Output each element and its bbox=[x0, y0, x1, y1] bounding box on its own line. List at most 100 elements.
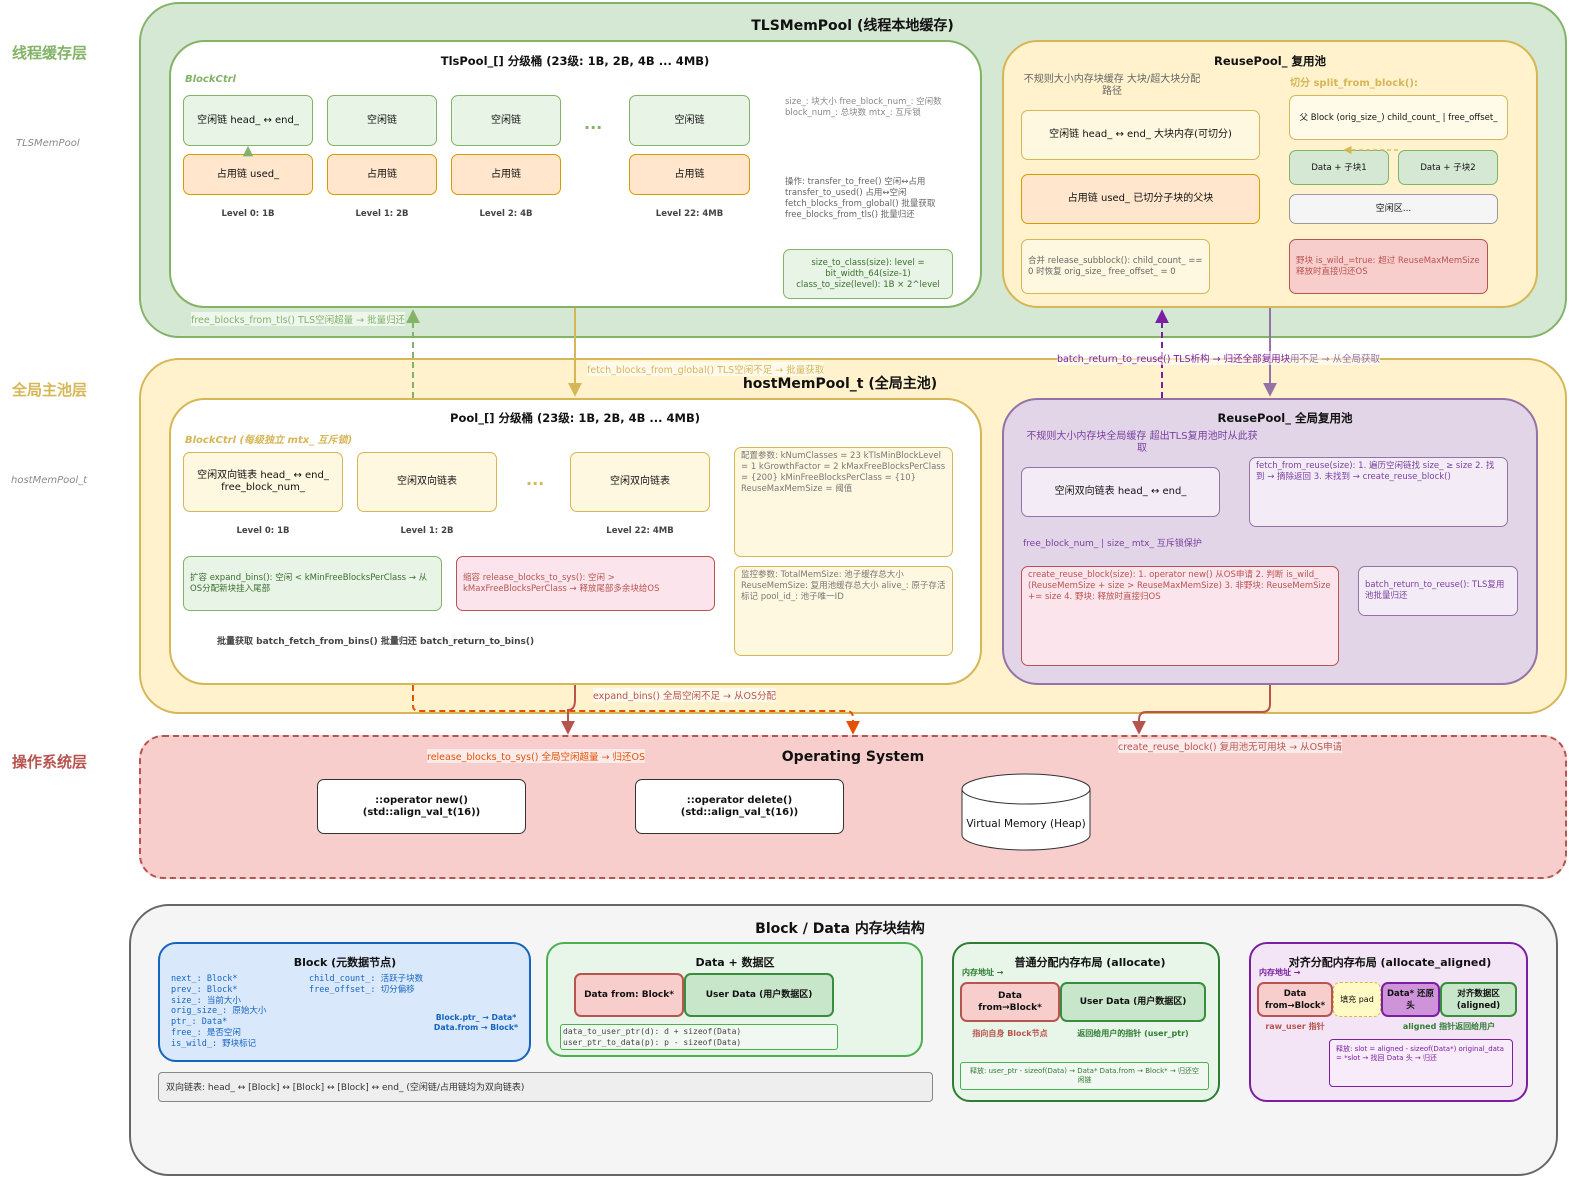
layer-label-os: 操作系统层 bbox=[12, 753, 88, 771]
data-to-user-ptr: data_to_user_ptr(d): d + sizeof(Data) bbox=[563, 1027, 742, 1036]
allocate-return-label: 返回给用户的指针 (user_ptr) bbox=[1077, 1029, 1189, 1038]
shrink-box: 缩容 release_blocks_to_sys(): 空闲 > kMaxFre… bbox=[456, 556, 715, 611]
label-expand-bins: expand_bins() 全局空闲不足 → 从OS分配 bbox=[593, 688, 777, 702]
size-class-box: size_to_class(size): level = bit_width_6… bbox=[783, 249, 953, 299]
operator-new-box: ::operator new() (std::align_val_t(16)) bbox=[317, 779, 526, 834]
global-pool-title: hostMemPool_t (全局主池) bbox=[742, 376, 938, 392]
os-title: Operating System bbox=[781, 749, 925, 765]
aligned-pad-field: 填充 pad bbox=[1333, 982, 1381, 1017]
global-reuse-title: ReusePool_ 全局复用池 bbox=[1217, 411, 1353, 425]
tls-level-1: Level 1: 2B bbox=[355, 209, 409, 219]
field-size: size_: 当前大小 bbox=[171, 995, 241, 1006]
allocate-from-field: Data from→Block* bbox=[960, 982, 1060, 1022]
global-reuse-list: 空闲双向链表 head_ ↔ end_ bbox=[1021, 467, 1220, 517]
global-list-22: 空闲双向链表 bbox=[570, 452, 710, 512]
virtual-memory-label: Virtual Memory (Heap) bbox=[966, 818, 1086, 830]
global-bins-title: Pool_[] 分级桶 (23级: 1B, 2B, 4B ... 4MB) bbox=[450, 411, 700, 425]
free-area-box: 空闲区... bbox=[1289, 194, 1498, 224]
global-level-1: Level 1: 2B bbox=[400, 526, 454, 536]
block-structure-title: Block / Data 内存块结构 bbox=[755, 921, 925, 937]
tls-reuse-used-list: 占用链 used_ 已切分子块的父块 bbox=[1021, 174, 1260, 224]
field-orig-size: orig_size_: 原始大小 bbox=[171, 1006, 267, 1017]
layer-label-global: 全局主池层 bbox=[12, 381, 88, 399]
config-params-box: 配置参数: kNumClasses = 23 kTlsMinBlockLevel… bbox=[734, 447, 953, 557]
label-create-reuse: create_reuse_block() 复用池无可用块 → 从OS申请 bbox=[1118, 739, 1343, 753]
tls-free-list-1: 空闲链 bbox=[327, 95, 437, 146]
aligned-data-field: 对齐数据区 (aligned) bbox=[1440, 982, 1517, 1017]
tls-fields-note: size_: 块大小 free_block_num_: 空闲数 block_nu… bbox=[785, 97, 942, 118]
parent-block-box: 父 Block (orig_size_) child_count_ | free… bbox=[1289, 95, 1508, 140]
tls-mempool-title: TLSMemPool (线程本地缓存) bbox=[751, 18, 954, 34]
tls-pool-title: TlsPool_[] 分级桶 (23级: 1B, 2B, 4B ... 4MB) bbox=[440, 54, 710, 68]
batch-ops-label: 批量获取 batch_fetch_from_bins() 批量归还 batch_… bbox=[217, 637, 535, 647]
global-list-0: 空闲双向链表 head_ ↔ end_ free_block_num_ bbox=[183, 452, 343, 512]
user-ptr-to-data: user_ptr_to_data(p): p - sizeof(Data) bbox=[563, 1038, 742, 1047]
edge-expand-bins bbox=[561, 685, 576, 735]
label-fetch-global: fetch_blocks_from_global() TLS空闲不足 → 批量获… bbox=[587, 362, 825, 376]
wild-block-box: 野块 is_wild_=true: 超过 ReuseMaxMemSize 释放时… bbox=[1289, 239, 1488, 294]
tls-used-list-2: 占用链 bbox=[451, 154, 561, 195]
tls-level-22: Level 22: 4MB bbox=[655, 209, 724, 219]
tls-ellipsis: ... bbox=[584, 114, 603, 133]
tls-free-list-0: 空闲链 head_ ↔ end_ bbox=[183, 95, 313, 146]
aligned-raw-label: raw_user 指针 bbox=[1265, 1022, 1325, 1031]
link-ptr: Block.ptr_ → Data* bbox=[435, 1013, 517, 1022]
aligned-free-note: 释放: slot = aligned - sizeof(Data*) origi… bbox=[1329, 1039, 1513, 1087]
block-link-notes: Block.ptr_ → Data* Data.from → Block* bbox=[430, 1013, 522, 1033]
global-ellipsis: ... bbox=[526, 470, 545, 489]
global-reuse-desc: 不规则大小内存块全局缓存 超出TLS复用池时从此获取 bbox=[1026, 431, 1258, 454]
global-level-22: Level 22: 4MB bbox=[606, 526, 674, 536]
tls-blockctrl-label: BlockCtrl bbox=[185, 74, 236, 85]
block-meta-title: Block (元数据节点) bbox=[293, 956, 397, 969]
global-level-0: Level 0: 1B bbox=[236, 526, 290, 536]
doubly-linked-list-line: 双向链表: head_ ↔ [Block] ↔ [Block] ↔ [Block… bbox=[158, 1072, 933, 1102]
aligned-from-field: Data from→Block* bbox=[1257, 982, 1333, 1017]
field-free: free_: 是否空闲 bbox=[171, 1027, 241, 1038]
block-meta-box bbox=[158, 942, 531, 1062]
tls-ops-note: 操作: transfer_to_free() 空闲↔占用 transfer_to… bbox=[785, 177, 936, 220]
field-next: next_: Block* bbox=[171, 974, 238, 984]
allocate-layout-title: 普通分配内存布局 (allocate) bbox=[1014, 956, 1166, 969]
allocate-address-arrow: 内存地址 → bbox=[962, 968, 1004, 977]
label-reuse-fetch: 用不足 → 从全局获取 bbox=[1290, 351, 1380, 365]
side-label-tls: TLSMemPool bbox=[16, 138, 80, 149]
user-data-field: User Data (用户数据区) bbox=[684, 973, 834, 1017]
field-free-offset: free_offset_: 切分偏移 bbox=[309, 984, 415, 995]
global-blockctrl-label: BlockCtrl (每级独立 mtx_ 互斥锁) bbox=[185, 435, 353, 446]
data-area-title: Data + 数据区 bbox=[695, 956, 775, 969]
tls-used-list-1: 占用链 bbox=[327, 154, 437, 195]
data-from-field: Data from: Block* bbox=[574, 973, 684, 1017]
field-prev: prev_: Block* bbox=[171, 984, 238, 995]
batch-return-reuse-box: batch_return_to_reuse(): TLS复用池批量归还 bbox=[1358, 566, 1518, 616]
edge-release-sys bbox=[412, 685, 860, 735]
operator-delete-box: ::operator delete() (std::align_val_t(16… bbox=[635, 779, 844, 834]
allocate-self-label: 指向自身 Block节点 bbox=[972, 1029, 1048, 1038]
block-fields-right: child_count_: 活跃子块数 free_offset_: 切分偏移 bbox=[309, 974, 423, 996]
field-ptr: ptr_: Data* bbox=[171, 1017, 228, 1028]
label-batch-return-reuse: batch_return_to_reuse() TLS析构 → 归还全部复用块 bbox=[1057, 351, 1291, 365]
global-reuse-mutex: free_block_num_ | size_ mtx_ 互斥锁保护 bbox=[1023, 539, 1202, 549]
child-block-2: Data + 子块2 bbox=[1398, 150, 1498, 185]
field-child-count: child_count_: 活跃子块数 bbox=[309, 974, 424, 984]
tls-reuse-title: ReusePool_ 复用池 bbox=[1214, 54, 1326, 68]
allocate-user-field: User Data (用户数据区) bbox=[1060, 982, 1206, 1022]
tls-used-list-22: 占用链 bbox=[629, 154, 750, 195]
tls-reuse-free-list: 空闲链 head_ ↔ end_ 大块内存(可切分) bbox=[1021, 110, 1260, 160]
child-block-1: Data + 子块1 bbox=[1289, 150, 1389, 185]
merge-subblock-box: 合并 release_subblock(): child_count_ == 0… bbox=[1021, 239, 1210, 294]
link-from: Data.from → Block* bbox=[433, 1023, 519, 1032]
aligned-address-arrow: 内存地址 → bbox=[1259, 968, 1301, 977]
create-reuse-block-box: create_reuse_block(size): 1. operator ne… bbox=[1021, 566, 1339, 666]
field-is-wild: is_wild_: 野块标记 bbox=[171, 1038, 257, 1049]
fetch-from-reuse-box: fetch_from_reuse(size): 1. 遍历空闲链找 size_ … bbox=[1249, 457, 1508, 527]
layer-label-tls: 线程缓存层 bbox=[12, 44, 88, 62]
tls-used-list-0: 占用链 used_ bbox=[183, 154, 313, 195]
block-fields-left: next_: Block* prev_: Block* size_: 当前大小 … bbox=[171, 974, 266, 1050]
split-title: 切分 split_from_block(): bbox=[1290, 78, 1418, 89]
tls-level-2: Level 2: 4B bbox=[479, 209, 533, 219]
monitor-params-box: 监控参数: TotalMemSize: 池子缓存总大小 ReuseMemSize… bbox=[734, 566, 953, 656]
data-conversion-box: data_to_user_ptr(d): d + sizeof(Data) us… bbox=[560, 1024, 838, 1050]
aligned-layout-title: 对齐分配内存布局 (allocate_aligned) bbox=[1288, 956, 1492, 969]
tls-reuse-desc: 不规则大小内存块缓存 大块/超大块分配路径 bbox=[1023, 74, 1201, 97]
